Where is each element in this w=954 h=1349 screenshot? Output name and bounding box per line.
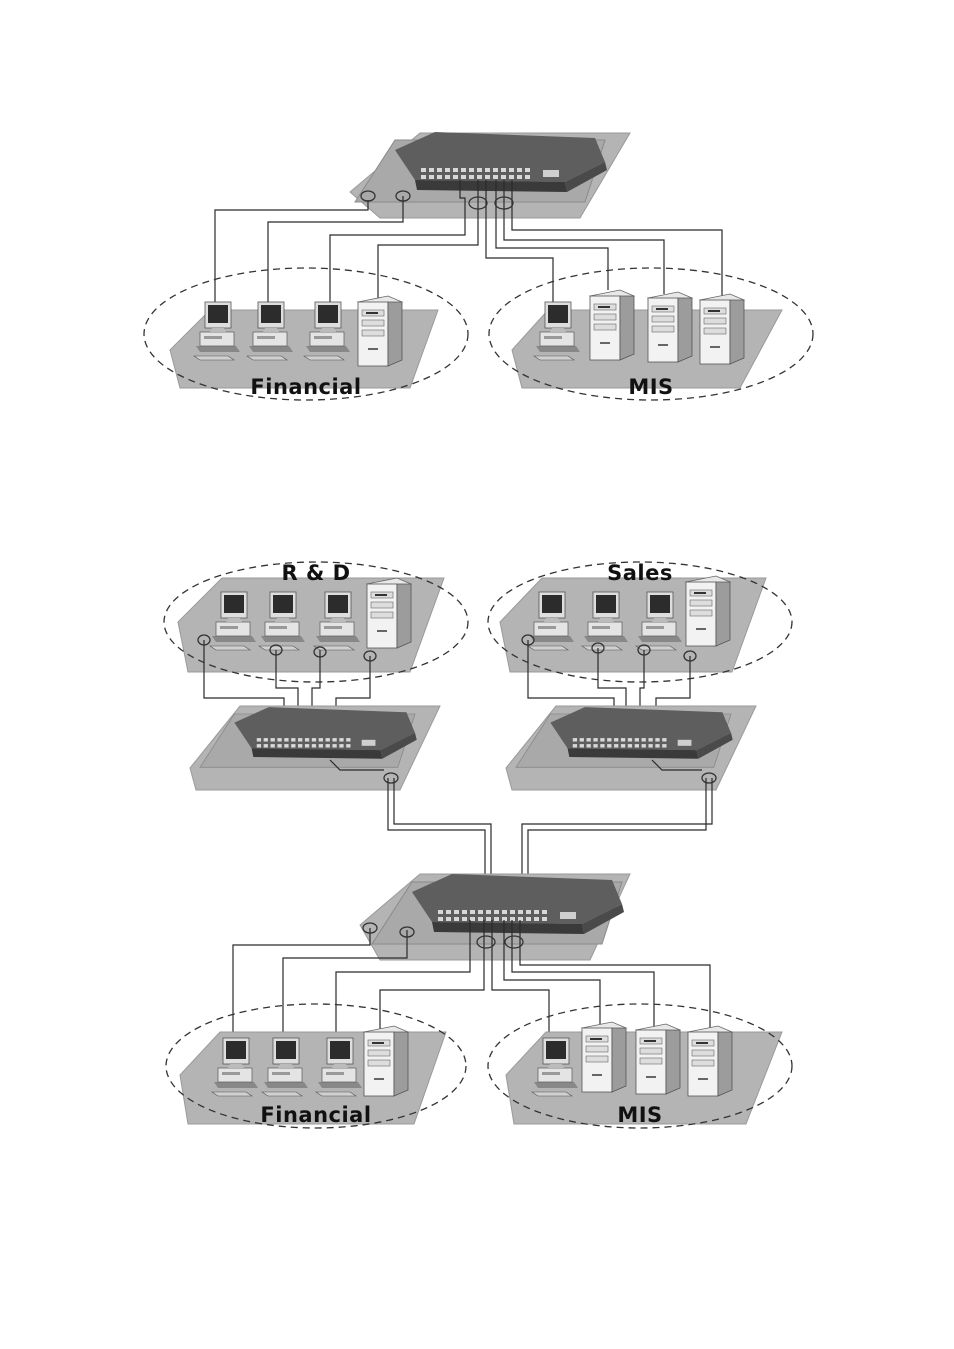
server-tower-icon [364, 1026, 408, 1096]
zone-financial-top: Financial [144, 268, 468, 400]
zone-label-sales: Sales [607, 561, 673, 585]
server-tower-icon [590, 290, 634, 360]
zone-mis-bottom: MIS [488, 1004, 792, 1128]
top-diagram: Financial MIS [144, 132, 813, 400]
network-switch-icon [372, 874, 624, 944]
zone-label-financial: Financial [250, 375, 361, 399]
cable [233, 928, 370, 1045]
zone-mis-top: MIS [489, 268, 813, 400]
zone-rnd: R & D [164, 561, 468, 682]
network-switch-icon [355, 132, 607, 202]
zone-label-rnd: R & D [281, 561, 350, 585]
network-switch-icon [200, 707, 417, 767]
zone-label-mis: MIS [628, 375, 673, 399]
zone-sales: Sales [488, 561, 792, 682]
cable [215, 200, 368, 318]
bottom-diagram: R & D Sales [164, 561, 792, 1128]
server-tower-icon [367, 578, 411, 648]
zone-financial-bottom: Financial [166, 1004, 466, 1128]
server-tower-icon [636, 1024, 680, 1094]
server-tower-icon [582, 1022, 626, 1092]
server-tower-icon [688, 1026, 732, 1096]
network-switch-icon [516, 707, 733, 767]
server-tower-icon [358, 296, 402, 366]
zone-label-mis: MIS [617, 1103, 662, 1127]
zone-label-financial: Financial [260, 1103, 371, 1127]
server-tower-icon [648, 292, 692, 362]
server-tower-icon [700, 294, 744, 364]
server-tower-icon [686, 576, 730, 646]
